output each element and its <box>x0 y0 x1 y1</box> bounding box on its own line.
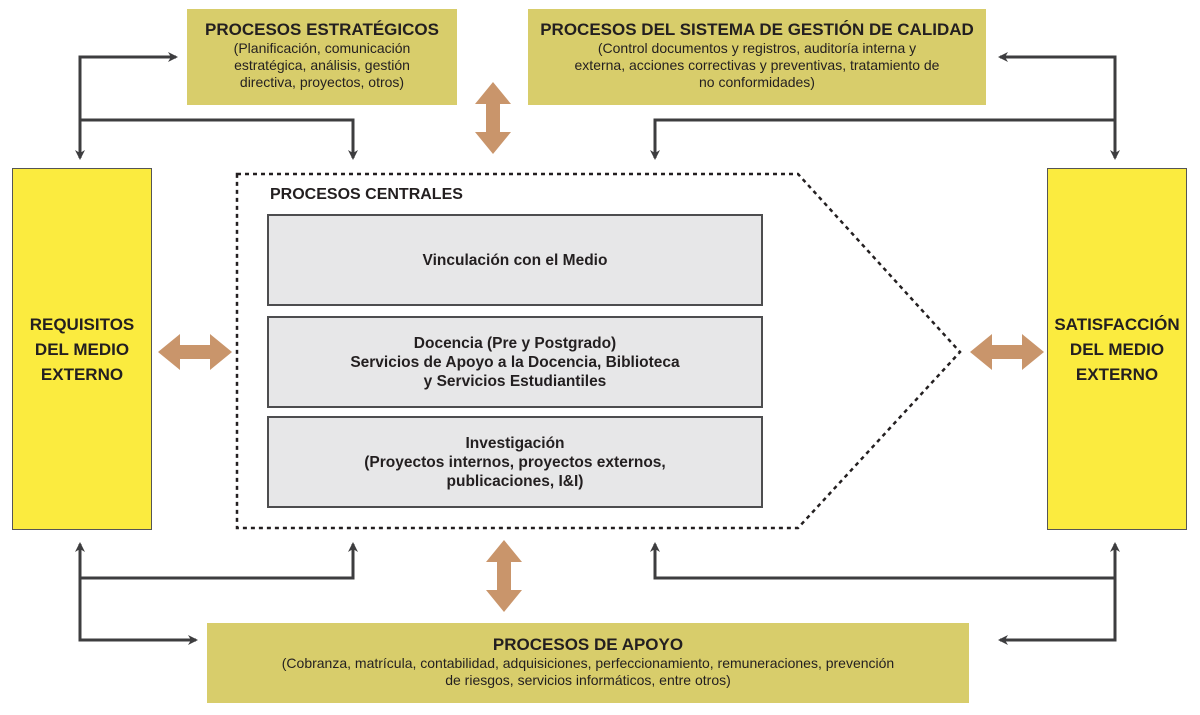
connector-right-to-support <box>998 578 1117 645</box>
connector-left-to-strategic <box>78 52 178 120</box>
quality-processes-line: externa, acciones correctivas y preventi… <box>574 57 940 73</box>
double-arrow-bottom <box>486 540 522 612</box>
central-box-line: y Servicios Estudiantiles <box>423 372 607 390</box>
strategic-processes-title: PROCESOS ESTRATÉGICOS <box>205 20 439 39</box>
satisfaction-line: EXTERNO <box>1075 364 1159 384</box>
requirements-box: REQUISITOS DEL MEDIO EXTERNO <box>12 168 152 530</box>
support-processes-box: PROCESOS DE APOYO (Cobranza, matrícula, … <box>207 623 969 703</box>
central-processes-label: PROCESOS CENTRALES <box>270 186 463 203</box>
central-processes-boundary <box>235 172 962 530</box>
support-processes-line: (Cobranza, matrícula, contabilidad, adqu… <box>281 655 895 671</box>
connector-left-to-central-bottom <box>80 542 358 580</box>
satisfaction-line: SATISFACCIÓN <box>1054 314 1180 334</box>
central-box-research: Investigación (Proyectos internos, proye… <box>267 416 763 508</box>
double-arrow-right <box>970 334 1044 370</box>
quality-processes-title: PROCESOS DEL SISTEMA DE GESTIÓN DE CALID… <box>540 20 974 39</box>
double-arrow-top <box>475 82 511 154</box>
central-box-teaching: Docencia (Pre y Postgrado) Servicios de … <box>267 316 763 408</box>
double-arrow-left <box>158 334 232 370</box>
connector-right-to-quality <box>998 52 1117 120</box>
quality-processes-box: PROCESOS DEL SISTEMA DE GESTIÓN DE CALID… <box>528 9 986 105</box>
strategic-processes-box: PROCESOS ESTRATÉGICOS (Planificación, co… <box>187 9 457 105</box>
requirements-line: DEL MEDIO <box>34 339 130 359</box>
strategic-processes-line: estratégica, análisis, gestión <box>234 57 410 73</box>
central-box-line: Vinculación con el Medio <box>422 251 608 269</box>
connector-right-to-central-top <box>650 118 1115 160</box>
quality-processes-line: no conformidades) <box>699 74 815 90</box>
strategic-processes-line: (Planificación, comunicación <box>233 40 411 56</box>
support-processes-line: de riesgos, servicios informáticos, entr… <box>445 672 731 688</box>
central-box-line: (Proyectos internos, proyectos externos, <box>364 453 666 471</box>
requirements-line: REQUISITOS <box>29 314 135 334</box>
central-box-line: Investigación <box>465 434 565 452</box>
connector-right-to-central-bottom <box>650 542 1115 580</box>
requirements-line: EXTERNO <box>40 364 124 384</box>
central-box-line: Docencia (Pre y Postgrado) <box>413 334 617 352</box>
connector-left-to-support <box>78 578 198 645</box>
strategic-processes-line: directiva, proyectos, otros) <box>239 74 405 90</box>
support-processes-title: PROCESOS DE APOYO <box>492 635 684 654</box>
connector-left-to-central-top <box>80 118 358 160</box>
quality-processes-line: (Control documentos y registros, auditor… <box>597 40 917 56</box>
satisfaction-line: DEL MEDIO <box>1069 339 1165 359</box>
central-box-outreach: Vinculación con el Medio <box>267 214 763 306</box>
central-box-line: Servicios de Apoyo a la Docencia, Biblio… <box>350 353 680 371</box>
satisfaction-box: SATISFACCIÓN DEL MEDIO EXTERNO <box>1047 168 1187 530</box>
central-box-line: publicaciones, I&I) <box>446 472 584 490</box>
